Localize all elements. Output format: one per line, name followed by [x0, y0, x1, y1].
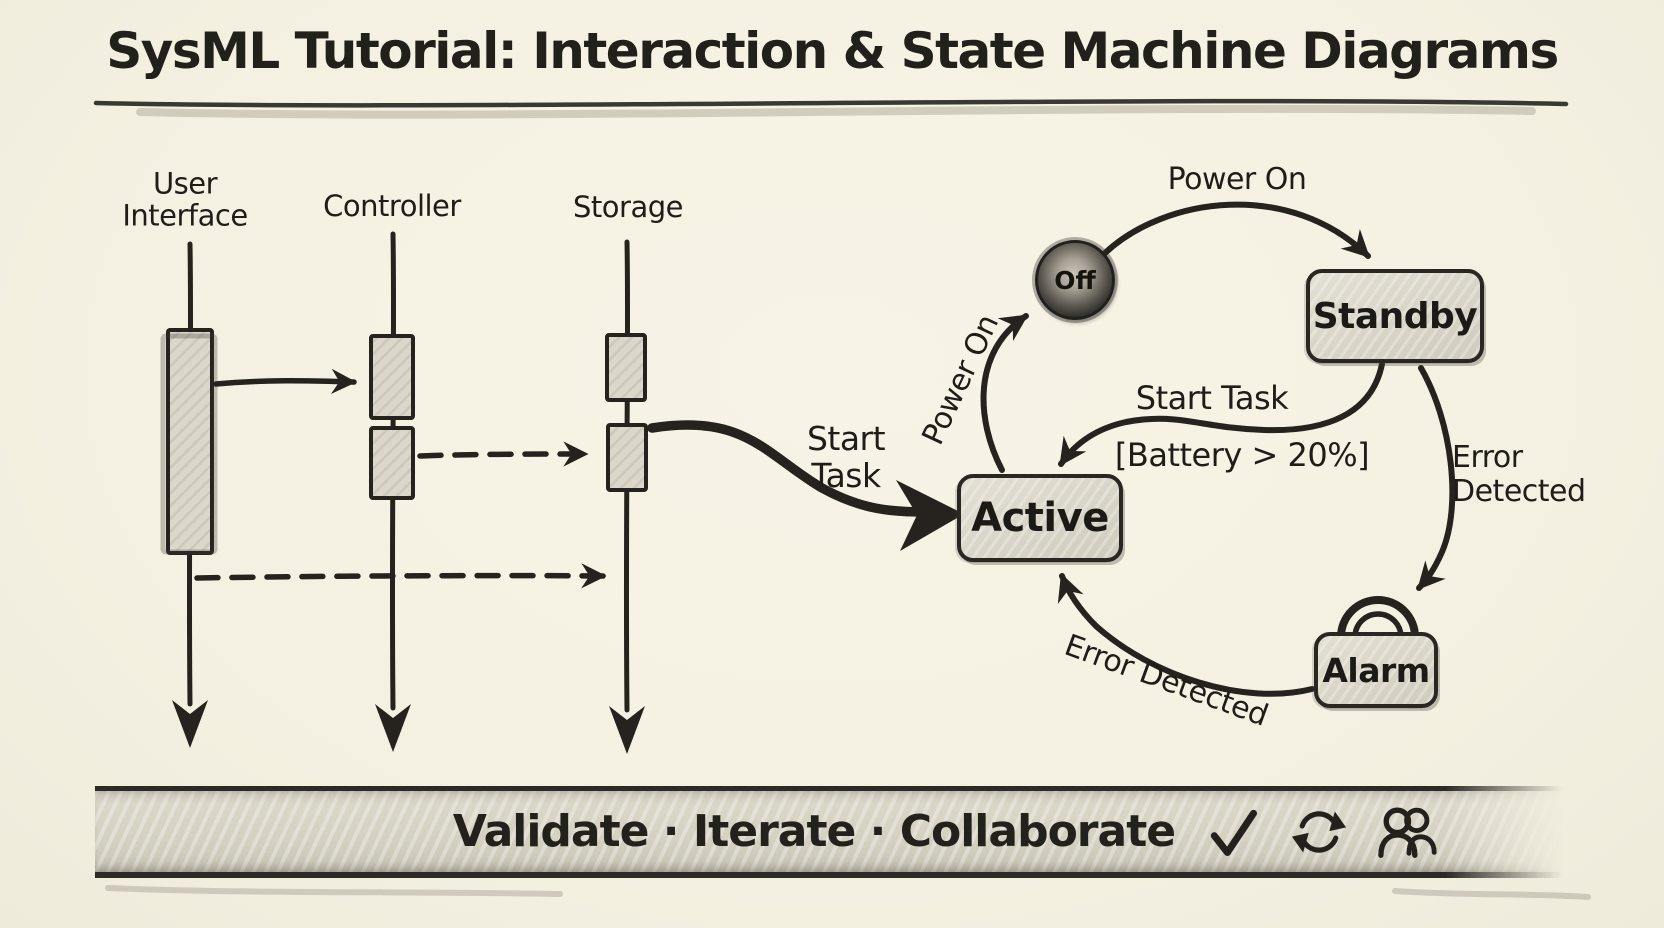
start-task-connector-arrowhead: [896, 480, 964, 551]
state-alarm: Alarm: [1314, 632, 1438, 708]
title-underline: [93, 98, 1569, 108]
alarm-bell-inner-arc: [1352, 611, 1404, 640]
message-ui-to-controller: [213, 368, 357, 394]
storage-activation-bar-2: [606, 423, 648, 492]
banner-smudge-right: [1392, 888, 1591, 900]
check-icon: [1210, 809, 1258, 856]
state-alarm-label: Alarm: [1322, 650, 1430, 690]
state-off-label: Off: [1054, 265, 1096, 295]
transition-alarm-to-active: [1057, 573, 1315, 697]
start-task-connector-arrow: [647, 420, 931, 517]
storage-lifeline-arrowhead: [609, 706, 645, 754]
message-controller-to-storage: [417, 441, 589, 467]
ui-activation-bar: [166, 328, 214, 555]
state-active: Active: [957, 474, 1123, 562]
team-icon: [1378, 807, 1437, 858]
state-standby: Standby: [1306, 269, 1484, 363]
lifeline-end-arrowheads: [172, 700, 645, 754]
storage-activation-bar-1: [605, 333, 647, 402]
controller-activation-bar-2: [369, 426, 415, 500]
ui-activation-bar-echo: [160, 333, 218, 555]
transition-guard-battery: [Battery > 20%]: [1114, 436, 1370, 475]
transition-label-error-detected-right: Error Detected: [1452, 440, 1586, 509]
transition-standby-to-alarm: [1416, 365, 1456, 591]
state-standby-label: Standby: [1312, 295, 1478, 337]
transition-label-power-on-top: Power On: [1167, 162, 1307, 198]
lifeline-label-user-interface: User Interface: [122, 166, 248, 233]
alarm-bell-outer-arc: [1337, 596, 1419, 641]
footer-text: Validate · Iterate · Collaborate: [452, 806, 1176, 857]
lifeline-label-storage: Storage: [573, 189, 683, 224]
transition-standby-to-active: [1058, 361, 1385, 467]
controller-lifeline-arrowhead: [375, 704, 411, 752]
controller-activation-bar-1: [369, 334, 415, 420]
footer-banner-content: Validate · Iterate · Collaborate: [453, 804, 1441, 860]
refresh-icon: [1292, 810, 1347, 853]
connector-label-start-task: Start Task: [806, 419, 886, 495]
state-active-label: Active: [971, 495, 1109, 541]
page-title: SysML Tutorial: Interaction & State Mach…: [106, 22, 1559, 80]
transition-off-to-standby: [1101, 201, 1371, 259]
transition-label-start-task: Start Task: [1135, 379, 1289, 418]
lifeline-label-controller: Controller: [323, 188, 461, 223]
state-off: Off: [1035, 240, 1115, 320]
message-ui-to-storage: [194, 563, 607, 589]
banner-smudge-left: [105, 885, 563, 897]
transition-active-to-off: [980, 313, 1029, 473]
state-transitions: [980, 201, 1456, 697]
title-underline-shading: [136, 104, 1536, 119]
footer-banner: Validate · Iterate · Collaborate: [95, 786, 1563, 878]
ui-lifeline-arrowhead: [172, 700, 208, 748]
activation-bars: [166, 328, 648, 555]
